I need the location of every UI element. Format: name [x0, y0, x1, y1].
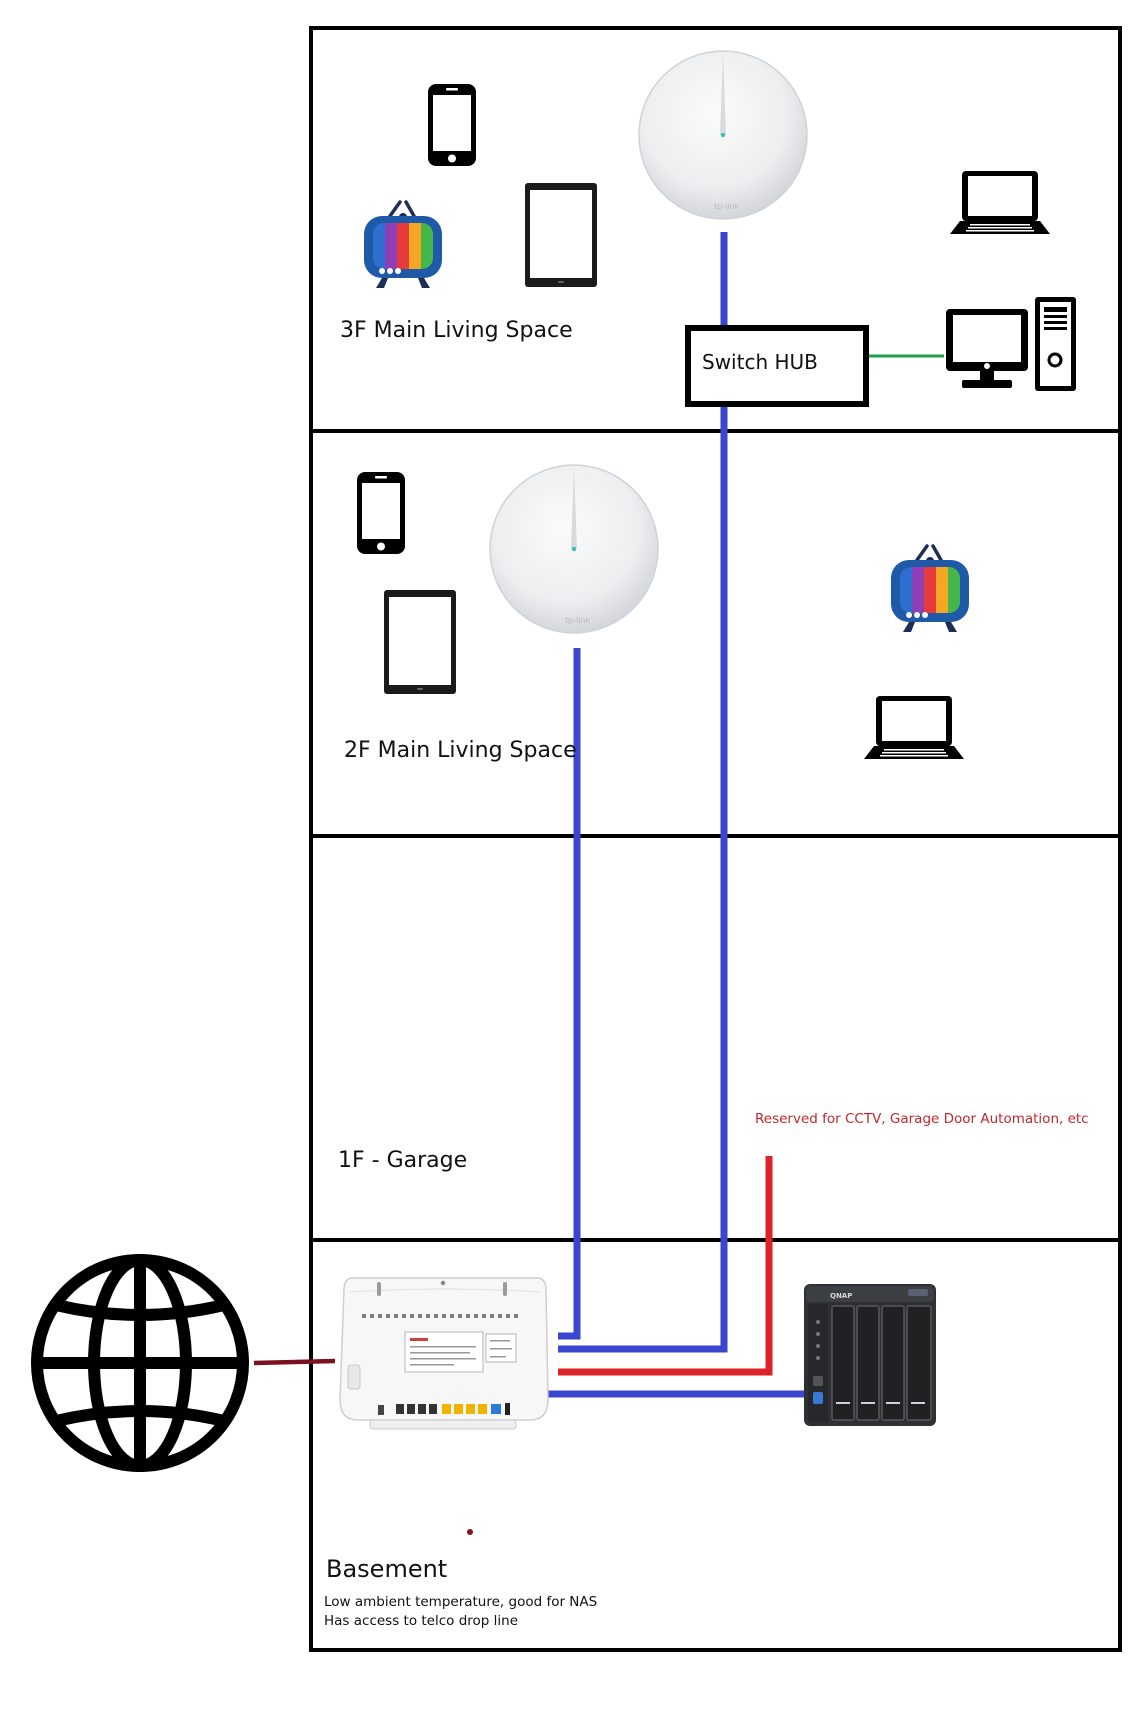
desktop-pc-icon: [946, 297, 1076, 391]
nas-icon: QNAP: [804, 1284, 936, 1426]
floor-label-1f: 1F - Garage: [338, 1148, 468, 1173]
cable-wan-telco: [253, 1358, 336, 1366]
floor-label-basement: Basement: [326, 1555, 448, 1583]
switch-hub: [685, 325, 869, 407]
laptop-icon-2f: [864, 696, 964, 759]
basement-note-2: Has access to telco drop line: [324, 1613, 519, 1629]
laptop-icon: [950, 171, 1050, 234]
cable-switch-to-router: [558, 404, 728, 1353]
floor-label-3f: 3F Main Living Space: [340, 318, 573, 343]
tablet-icon-2f: [384, 590, 456, 694]
cable-reserved-cctv: [558, 1156, 773, 1376]
router-icon: [339, 1277, 549, 1430]
telco-drop-point: [467, 1529, 473, 1535]
basement-note-1: Low ambient temperature, good for NAS: [324, 1594, 598, 1610]
tablet-icon: [525, 183, 597, 287]
tv-icon: [362, 200, 444, 290]
mesh-node-icon-2f: [489, 464, 659, 634]
svg-text:QNAP: QNAP: [830, 1292, 852, 1300]
switch-hub-label: Switch HUB: [702, 350, 818, 374]
tv-icon-2f: [889, 544, 971, 634]
reserved-note: Reserved for CCTV, Garage Door Automatio…: [755, 1111, 1089, 1127]
mesh-node-icon: [638, 50, 808, 220]
phone-icon: [428, 84, 476, 166]
phone-icon-2f: [357, 472, 405, 554]
building-outline: [309, 26, 1122, 1652]
floor-label-2f: 2F Main Living Space: [344, 738, 577, 763]
globe-icon: [31, 1254, 249, 1472]
cable-2f-mesh-to-router: [558, 648, 581, 1340]
